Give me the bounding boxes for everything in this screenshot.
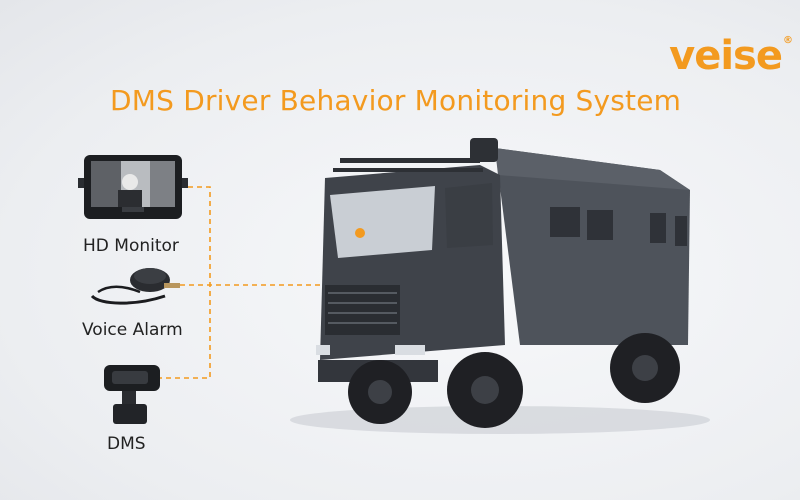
dms-label: DMS [107,434,146,454]
registered-mark: ® [783,35,793,46]
hd-monitor-label: HD Monitor [83,236,179,256]
dms-camera-icon [104,365,160,424]
voice-alarm-icon [90,268,180,305]
hd-monitor-icon [78,155,188,219]
truck-image [316,138,690,428]
brand-logo: veise® [669,33,793,79]
dms-location-dot [355,228,365,238]
brand-name: veise [669,33,783,79]
voice-alarm-label: Voice Alarm [82,320,183,340]
page-title: DMS Driver Behavior Monitoring System [110,84,682,117]
dms-line [160,186,211,379]
